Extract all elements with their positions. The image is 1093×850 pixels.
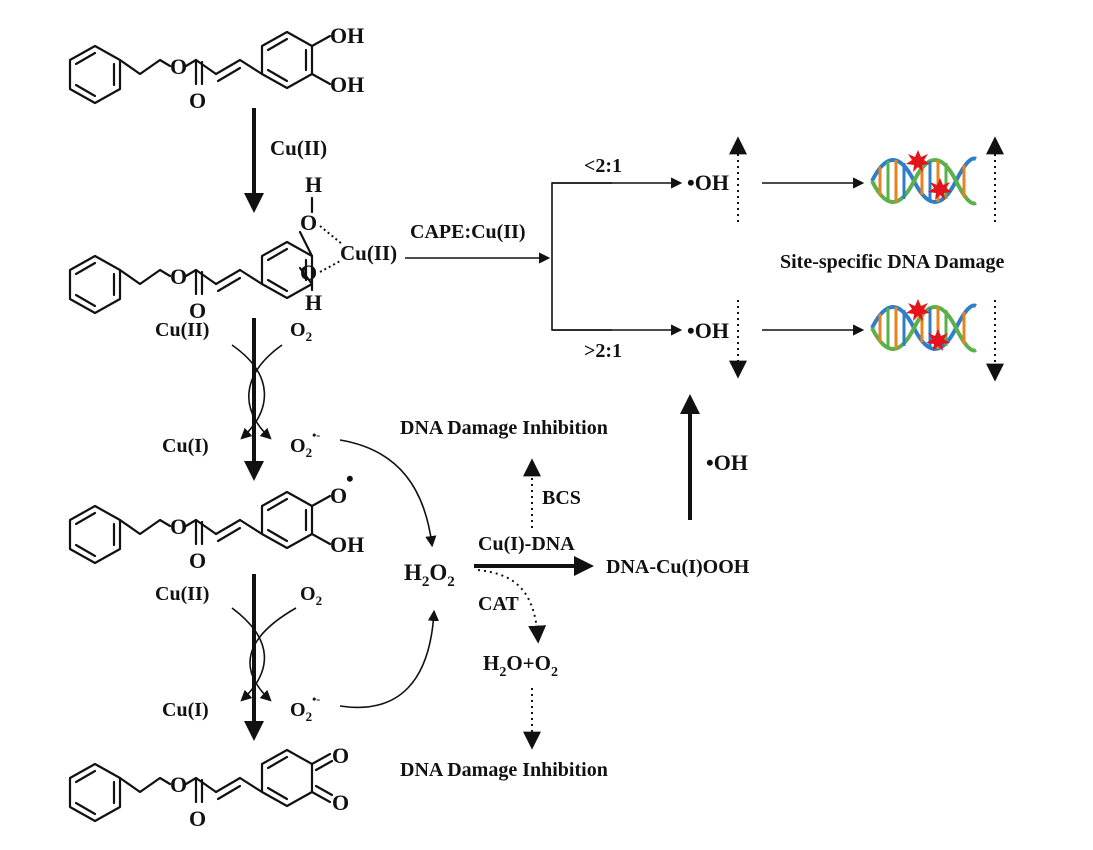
superoxide-step3: O2•- — [290, 692, 320, 724]
cu1-dna-label: Cu(I)-DNA — [478, 533, 575, 555]
ester-oxygen: O — [170, 264, 187, 289]
branch-bracket — [551, 182, 612, 331]
hydrogen-top: H — [305, 172, 322, 197]
o2-step2: O2 — [290, 319, 312, 344]
hydroxyl-top: OH — [330, 23, 364, 48]
cat-label: CAT — [478, 593, 519, 615]
chelate-oxygen-top: O — [300, 210, 317, 235]
hydroxyl: OH — [330, 532, 364, 557]
oxygen-reduction-arc-3 — [249, 607, 297, 702]
hydrogen-bottom: H — [305, 290, 322, 315]
dna-cu1-ooh-product: DNA-Cu(I)OOH — [606, 556, 750, 578]
ratio-less-than: <2:1 — [584, 155, 622, 177]
chelated-cu2: Cu(II) — [340, 241, 397, 265]
chelate-oxygen-bottom: O — [300, 260, 317, 285]
ester-oxygen: O — [170, 772, 187, 797]
dna-helix-high-damage — [870, 150, 978, 206]
cape-copper-complex: O O O O H H Cu(II) — [68, 172, 397, 323]
radical-oxygen: O — [330, 483, 347, 508]
superoxide-to-h2o2-arc-2 — [339, 609, 440, 709]
cape-molecule: O O OH OH — [68, 23, 364, 113]
quinone-oxygen-bottom: O — [332, 790, 349, 815]
carbonyl-oxygen: O — [189, 806, 206, 831]
dna-damage-inhibition-top: DNA Damage Inhibition — [400, 417, 608, 439]
carbonyl-oxygen: O — [189, 548, 206, 573]
quinone-oxygen-top: O — [332, 743, 349, 768]
hydroxyl-radical-generated: •OH — [706, 450, 748, 475]
cu1-step2: Cu(I) — [162, 435, 209, 457]
ester-oxygen: O — [170, 514, 187, 539]
water-oxygen-products: H2O+O2 — [483, 651, 558, 680]
cu-reduction-arc-2 — [231, 344, 266, 440]
hydroxyl-bottom: OH — [330, 72, 364, 97]
cu2-reagent: Cu(II) — [270, 136, 327, 160]
dna-damage-inhibition-bottom: DNA Damage Inhibition — [400, 759, 608, 781]
ratio-greater-than: >2:1 — [584, 340, 622, 362]
semiquinone-radical: O O O • OH — [68, 466, 364, 573]
cu2-step2: Cu(II) — [155, 319, 209, 341]
superoxide-step2: O2•- — [290, 428, 320, 460]
ester-oxygen: O — [170, 54, 187, 79]
carbonyl-oxygen: O — [189, 88, 206, 113]
radical-dot: • — [346, 466, 354, 491]
o2-step3: O2 — [300, 583, 322, 608]
hydrogen-peroxide: H2O2 — [404, 560, 455, 590]
cu2-step3: Cu(II) — [155, 583, 209, 605]
cu-reduction-arc-3 — [231, 607, 266, 702]
oxygen-reduction-arc-2 — [248, 344, 283, 440]
hydroxyl-radical-low: •OH — [687, 318, 729, 343]
dna-helix-low-damage — [870, 299, 978, 353]
hydroxyl-radical-high: •OH — [687, 170, 729, 195]
cu1-step3: Cu(I) — [162, 699, 209, 721]
site-specific-damage-label: Site-specific DNA Damage — [780, 251, 1005, 273]
cape-quinone: O O O O — [68, 743, 349, 831]
superoxide-to-h2o2-arc-1 — [339, 439, 437, 548]
carbonyl-oxygen: O — [189, 298, 206, 323]
cape-cu-ratio-label: CAPE:Cu(II) — [410, 221, 526, 243]
bcs-label: BCS — [542, 487, 581, 509]
